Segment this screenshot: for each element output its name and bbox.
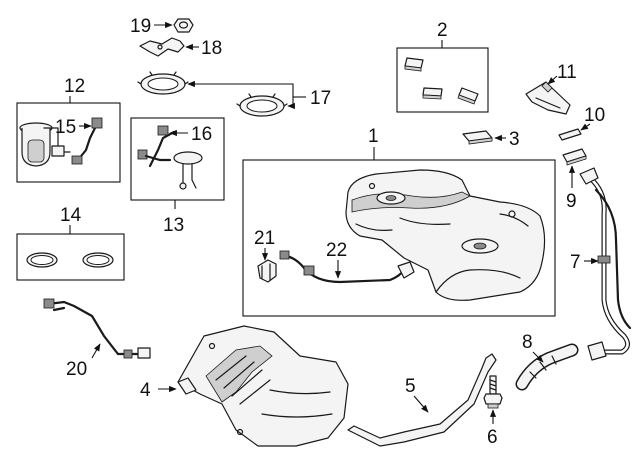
callout-7: 7: [570, 252, 581, 273]
box-part-12: [16, 102, 121, 183]
part-9-gasket: [562, 148, 587, 166]
callout-10: 10: [584, 105, 605, 126]
callout-3: 3: [509, 129, 520, 150]
part-5-strap: [347, 353, 497, 447]
part-14-o-rings: [26, 252, 114, 268]
box-part-2: [396, 47, 489, 113]
callout-8: 8: [522, 332, 533, 353]
callout-6: 6: [487, 427, 498, 448]
part-8-hose: [515, 343, 579, 391]
leader-17b: [287, 97, 295, 110]
part-13-sender-unit: [137, 125, 203, 190]
callout-12: 12: [64, 76, 85, 97]
callout-18: 18: [201, 38, 222, 59]
part-11-filler-cap: [525, 81, 571, 115]
leader-17a: [187, 80, 294, 97]
part-7-filler-pipe: [579, 167, 632, 361]
part-1-fuel-tank: [345, 169, 546, 301]
callout-22: 22: [326, 240, 347, 261]
box-part-14: [16, 233, 125, 281]
part-4-heat-shield: [177, 325, 349, 447]
box-part-13: [130, 117, 225, 201]
callout-14: 14: [60, 205, 82, 226]
callout-1: 1: [368, 126, 379, 147]
callout-2: 2: [437, 20, 448, 41]
part-17-lock-ring-upper: [137, 71, 189, 95]
callout-20: 20: [66, 359, 87, 380]
leader-20: [91, 343, 101, 359]
leader-5: [413, 395, 429, 413]
callout-17: 17: [310, 88, 331, 109]
callout-13: 13: [163, 215, 184, 236]
part-12-fuel-pump: [19, 117, 103, 167]
part-17-lock-ring-lower: [236, 93, 288, 117]
callout-19: 19: [130, 16, 151, 37]
callout-16: 16: [191, 124, 212, 145]
part-18-bracket: [139, 37, 185, 57]
leader-10: [580, 123, 591, 131]
part-10-seal: [558, 128, 582, 141]
callout-9: 9: [566, 191, 577, 212]
part-3-pad: [462, 130, 493, 145]
part-2-pads: [404, 57, 479, 105]
part-19-nut: [173, 18, 194, 33]
part-20-vent-tube: [43, 298, 151, 359]
box-part-1: [242, 159, 556, 317]
callout-21: 21: [254, 228, 275, 249]
part-6-bolt: [483, 375, 503, 409]
callout-4: 4: [140, 380, 151, 401]
callout-5: 5: [405, 376, 416, 397]
leader-8: [532, 351, 544, 363]
part-22-harness: [279, 250, 415, 284]
part-21-clip: [257, 259, 277, 283]
callout-11: 11: [557, 62, 577, 83]
callout-15: 15: [55, 117, 76, 138]
leader-11: [547, 75, 558, 85]
